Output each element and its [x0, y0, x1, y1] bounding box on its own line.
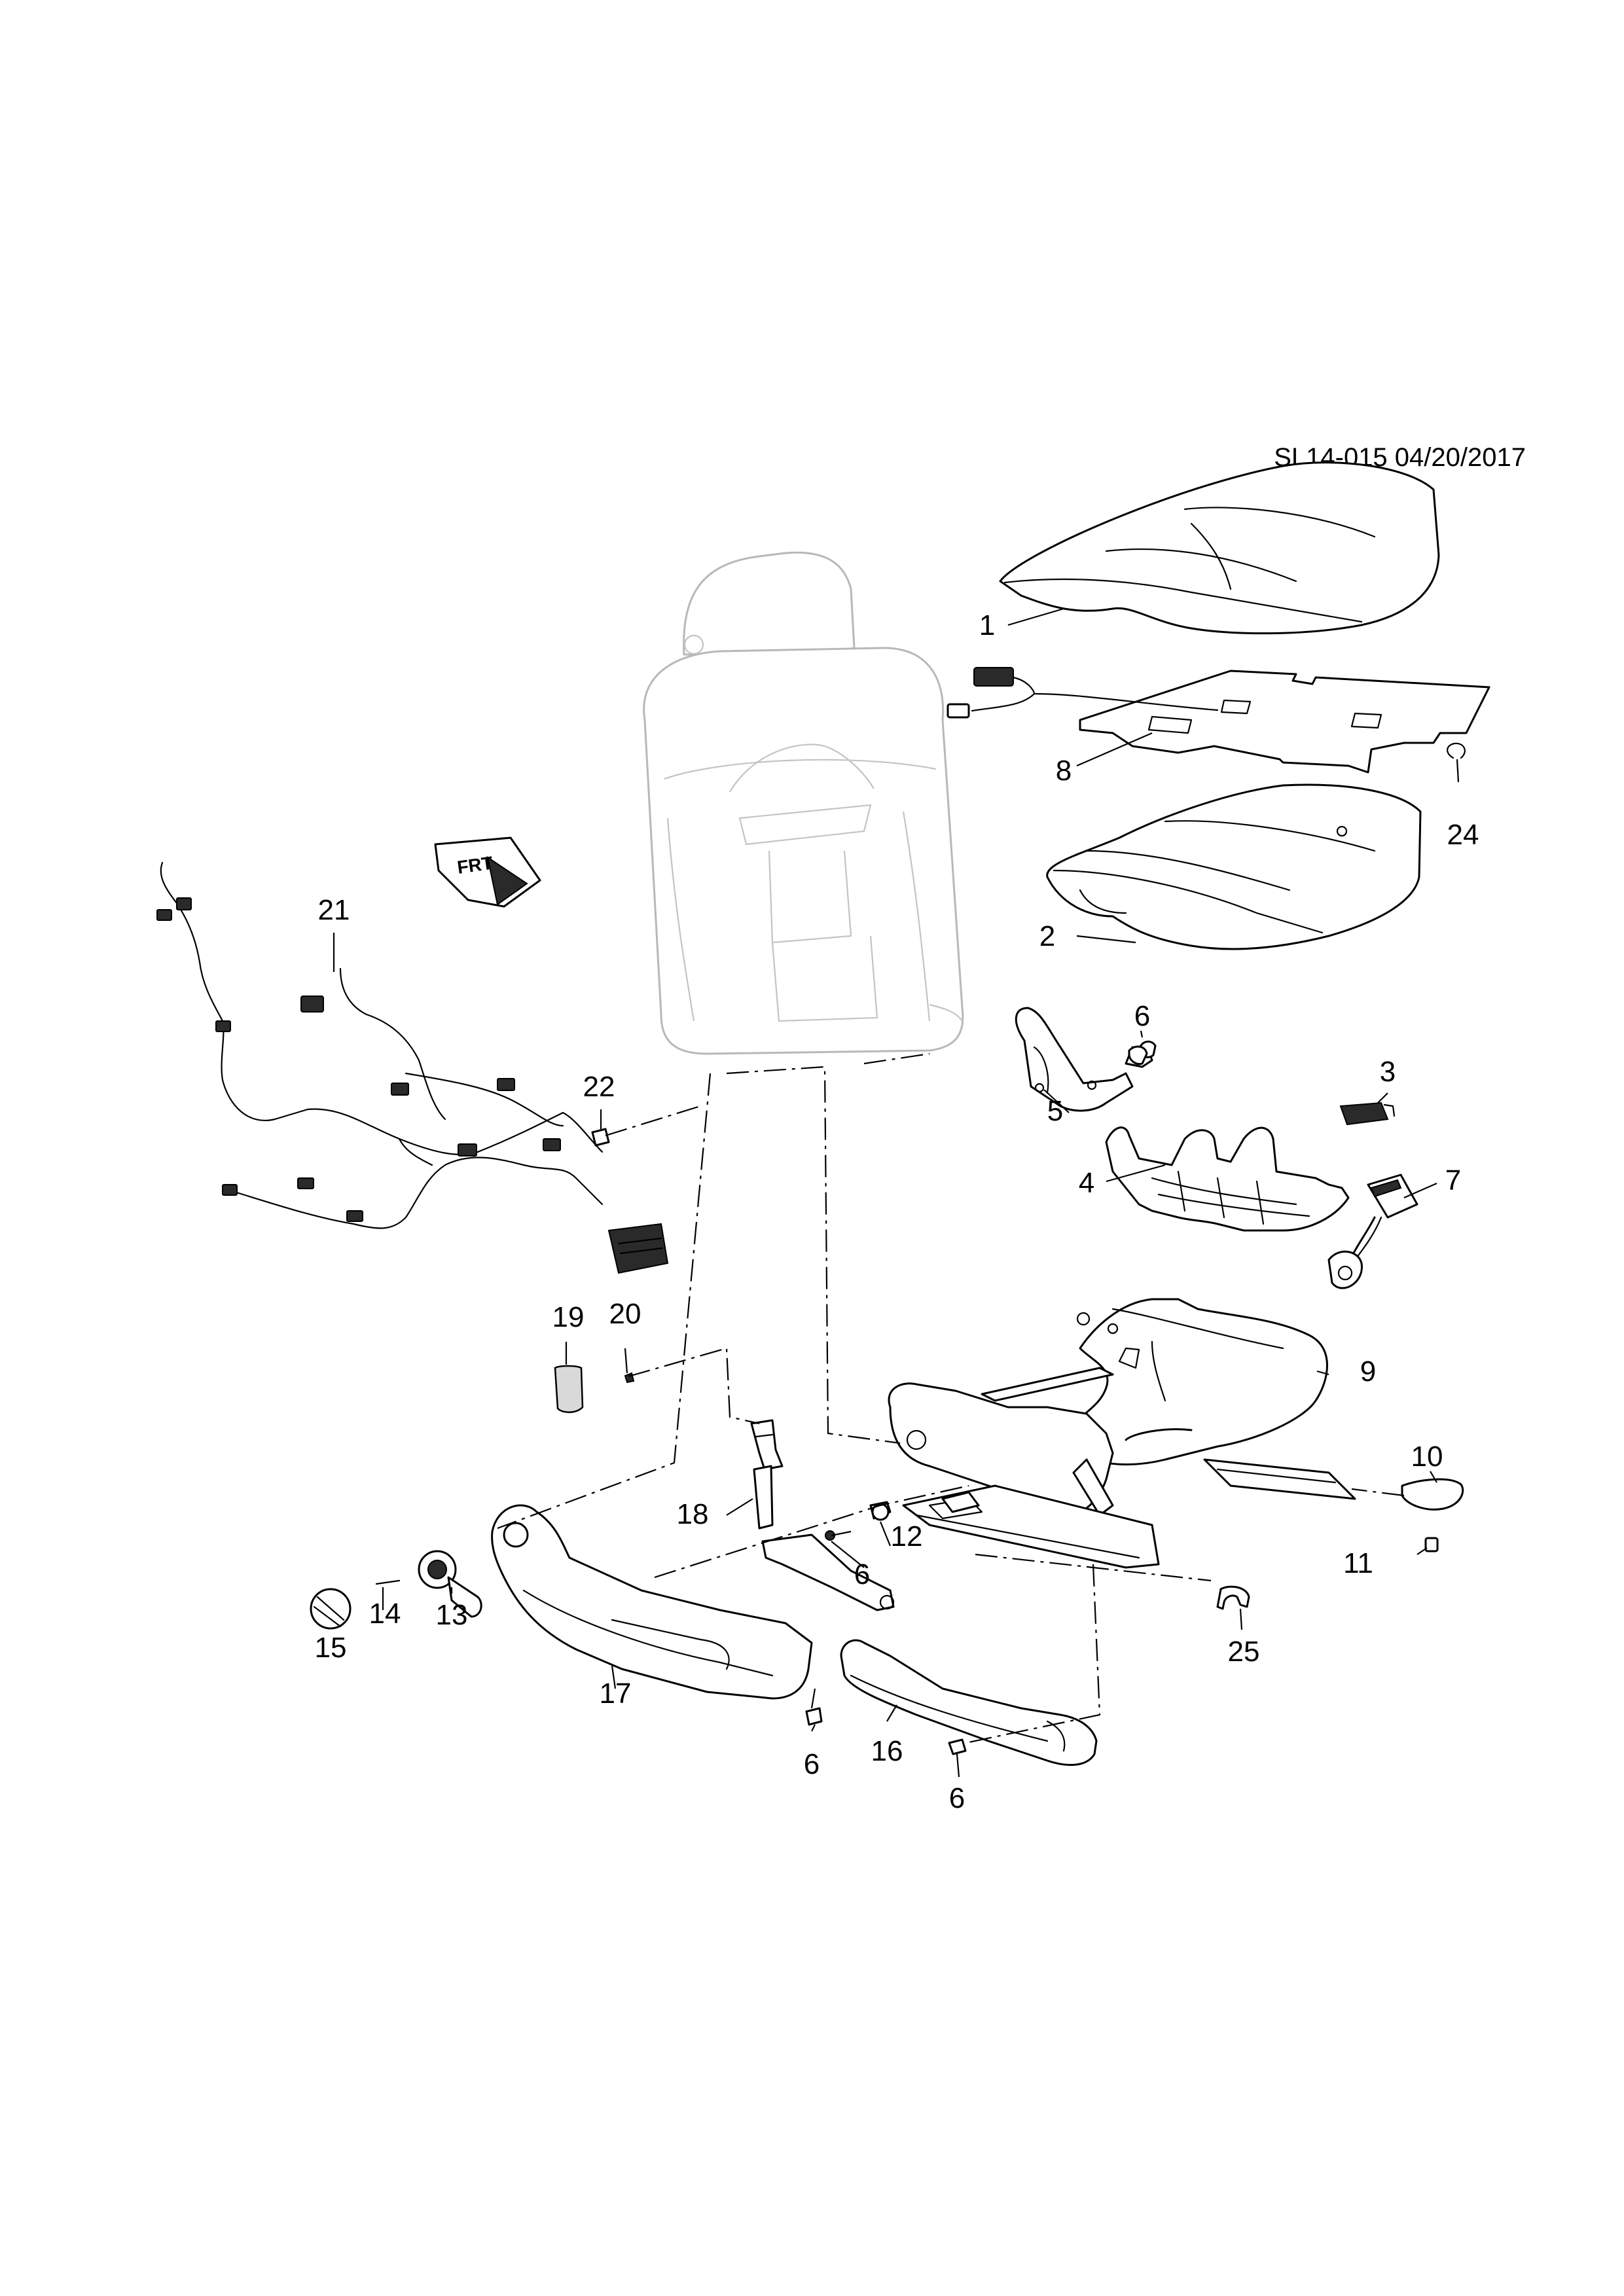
part-25-clip	[1216, 1585, 1250, 1610]
part-7-belt-buckle	[1327, 1174, 1418, 1289]
callout-21: 21	[318, 894, 350, 926]
part-16-inner-trim	[840, 1639, 1098, 1767]
callout-6d: 6	[949, 1782, 965, 1814]
part-24-clip	[1447, 742, 1466, 759]
callout-10: 10	[1411, 1441, 1443, 1473]
part-9-seat-frame	[888, 1298, 1328, 1520]
part-6-bolt-a	[1128, 1045, 1148, 1066]
part-3-trim-strip	[1339, 1102, 1396, 1126]
part-19-trim-cap	[554, 1365, 584, 1413]
frt-direction-marker: FRT	[434, 836, 541, 908]
part-8-heater-mat	[947, 667, 1490, 774]
callout-22: 22	[583, 1071, 615, 1103]
part-6-bolt-d	[948, 1738, 967, 1755]
callout-1: 1	[979, 609, 995, 641]
part-14-pin	[375, 1579, 401, 1585]
callout-3: 3	[1380, 1056, 1396, 1088]
callout-2: 2	[1039, 920, 1055, 952]
callout-5: 5	[1047, 1095, 1063, 1127]
callout-20: 20	[609, 1298, 641, 1330]
callout-numbers: 1 2 3 4 5 6 7 8 9 10 11 12 6 13 14 15 17…	[315, 609, 1479, 1814]
callout-14: 14	[369, 1598, 401, 1630]
seat-track-assembly	[902, 1458, 1356, 1569]
callout-24: 24	[1447, 819, 1479, 851]
callout-16: 16	[871, 1735, 903, 1767]
callout-18: 18	[677, 1498, 709, 1530]
callout-19: 19	[552, 1301, 585, 1333]
seat-back-phantom	[643, 551, 964, 1055]
part-22-clip	[591, 1128, 610, 1147]
callout-8: 8	[1056, 755, 1072, 787]
part-20-screw	[624, 1372, 635, 1384]
frt-label: FRT	[456, 853, 494, 878]
callout-12: 12	[891, 1520, 923, 1552]
part-18-release-lever	[750, 1419, 895, 1611]
callout-leaders	[333, 607, 1460, 1778]
part-17-side-shield	[491, 1504, 813, 1700]
callout-25: 25	[1228, 1636, 1260, 1668]
callout-13: 13	[436, 1599, 468, 1631]
callout-4: 4	[1079, 1167, 1094, 1199]
callout-7: 7	[1445, 1164, 1461, 1196]
part-21-wiring-harness	[156, 861, 669, 1274]
part-2-cushion-pad	[1046, 783, 1422, 950]
part-15-cap	[310, 1588, 352, 1630]
callout-6b: 6	[854, 1558, 870, 1590]
part-4-suspension-mat	[1105, 1126, 1350, 1232]
callout-6c: 6	[804, 1748, 820, 1780]
part-13-recliner-knob	[418, 1550, 482, 1618]
part-1-seat-cushion-cover	[999, 461, 1440, 635]
callout-11: 11	[1343, 1547, 1373, 1579]
callout-9: 9	[1360, 1355, 1376, 1388]
callout-6a: 6	[1134, 1000, 1150, 1032]
part-10-cap	[1401, 1478, 1464, 1511]
part-6-bolt-c	[805, 1707, 823, 1726]
callout-15: 15	[315, 1632, 347, 1664]
callout-17: 17	[600, 1677, 632, 1710]
assembly-centerlines	[497, 1052, 1405, 1744]
part-11-screw	[1424, 1537, 1439, 1552]
